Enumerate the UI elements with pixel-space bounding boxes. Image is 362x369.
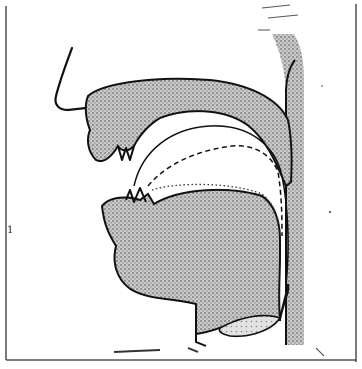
upper-lip-and-palate [86, 79, 292, 186]
upper-right-speck [321, 85, 323, 87]
top-smudge [258, 5, 298, 30]
lower-right-tick [316, 348, 324, 356]
right-speck [329, 211, 331, 213]
bottom-smudge [114, 348, 198, 352]
tongue-and-jaw [102, 190, 280, 334]
figure-number-label: 1 [7, 226, 13, 236]
nose-profile-outline [56, 48, 87, 110]
